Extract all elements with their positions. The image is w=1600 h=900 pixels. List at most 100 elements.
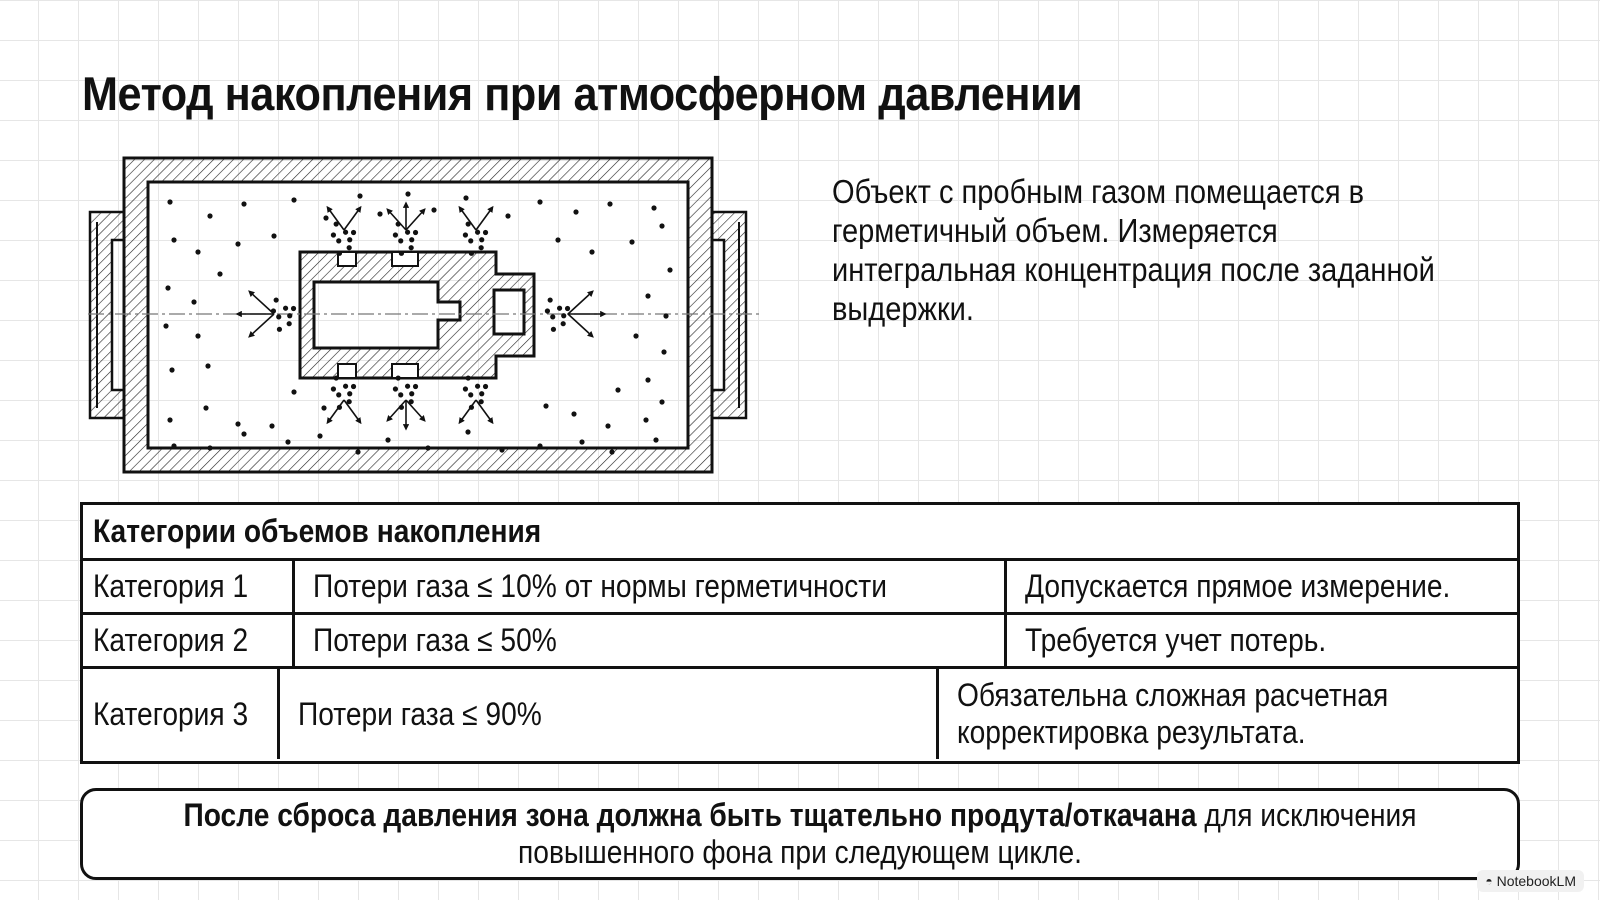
gas-particle [564,305,571,312]
gas-particle [333,221,339,227]
leak-arrow [343,399,362,425]
gas-particle [398,250,405,256]
gas-particle [323,215,329,221]
gas-particle [392,232,399,238]
gas-particle [431,207,437,213]
gas-particle [336,250,343,256]
gas-particle [350,229,357,236]
gas-particle [321,405,327,411]
gas-particle [547,297,553,303]
gas-particle [561,313,567,319]
leak-arrow [475,205,494,231]
gas-particle [605,423,611,429]
gas-particle [336,392,342,398]
gas-particle [241,201,247,207]
gas-particle [659,399,665,405]
gas-particle [482,229,489,236]
categories-table: Категории объемов накопления Категория 1… [80,502,1520,764]
gas-particle [478,399,484,405]
gas-particle [633,333,639,339]
loss-cell: Потери газа ≤ 90% [280,669,939,759]
gas-particle [579,439,585,445]
note-cell: Требуется учет потерь. [1025,622,1327,658]
gas-particle [171,237,177,243]
gas-particle [317,433,323,439]
gas-particle [235,421,241,427]
gas-particle [425,445,431,451]
gas-particle [355,449,361,455]
gas-particle [336,238,342,244]
leak-arrow [405,208,426,231]
gas-particle [276,314,282,320]
category-cell: Категория 1 [83,561,295,612]
gas-particle [653,437,659,443]
notebooklm-badge: ◓ NotebookLM [1477,870,1584,892]
left-flange [88,210,126,420]
gas-particle [537,443,543,449]
gas-particle [573,209,579,215]
gas-particle [661,349,667,355]
gas-particle [398,238,404,244]
gas-particle [241,431,247,437]
leak-arrow [386,208,407,231]
gas-particle [412,229,419,236]
gas-particle [346,245,352,251]
table-row: Категория 2 Потери газа ≤ 50% Требуется … [83,615,1517,669]
loss-cell: Потери газа ≤ 50% [295,615,1007,666]
gas-particle [550,326,557,332]
gas-particle [291,197,297,203]
gas-particle [165,285,171,291]
gas-particle [163,323,169,329]
gas-particle [478,245,484,251]
method-description: Объект с пробным газом помещается в герм… [832,173,1435,327]
gas-particle [342,229,349,235]
gas-particle [392,386,399,392]
gas-particle [195,333,201,339]
leak-arrow [405,399,426,422]
gas-particle [550,314,556,320]
gas-particle [537,199,543,205]
gas-particle [543,403,549,409]
gas-particle [205,363,211,369]
gas-particle [167,417,173,423]
gas-particle [462,386,469,392]
leak-arrow [326,205,345,231]
right-flange [710,210,748,420]
gas-particles [163,191,673,455]
gas-particle [468,250,475,256]
gas-particle [398,392,404,398]
gas-particle [465,221,471,227]
leak-arrow [458,205,477,231]
gas-particle [409,237,415,243]
leak-arrow [326,399,345,425]
gas-particle [273,297,279,303]
gas-particle [629,239,635,245]
gas-particle [333,375,339,381]
gas-particle [347,391,353,397]
gas-particle [347,237,353,243]
gas-particle [171,443,177,449]
category-cell: Категория 3 [83,669,280,759]
gas-particle [342,383,349,389]
notebooklm-icon: ◓ [1485,874,1493,888]
gas-particle [377,211,383,217]
note-cell: Допускается прямое измерение. [1025,568,1451,604]
gas-particle [408,399,414,405]
leak-arrow [567,313,594,338]
gas-particle [167,199,173,205]
gas-particle [412,383,419,390]
gas-particle [404,229,411,235]
table-row: Категория 1 Потери газа ≤ 10% от нормы г… [83,561,1517,615]
gas-particle [385,437,391,443]
leak-arrows [235,201,607,431]
gas-particle [357,193,363,199]
gas-particle [468,392,474,398]
leak-arrow [458,399,477,425]
gas-particle [474,229,481,235]
gas-particle [235,241,241,247]
gas-particle [571,411,577,417]
category-cell: Категория 2 [83,615,295,666]
leak-arrow [567,290,594,315]
gas-particle [291,389,297,395]
gas-particle [555,237,561,243]
